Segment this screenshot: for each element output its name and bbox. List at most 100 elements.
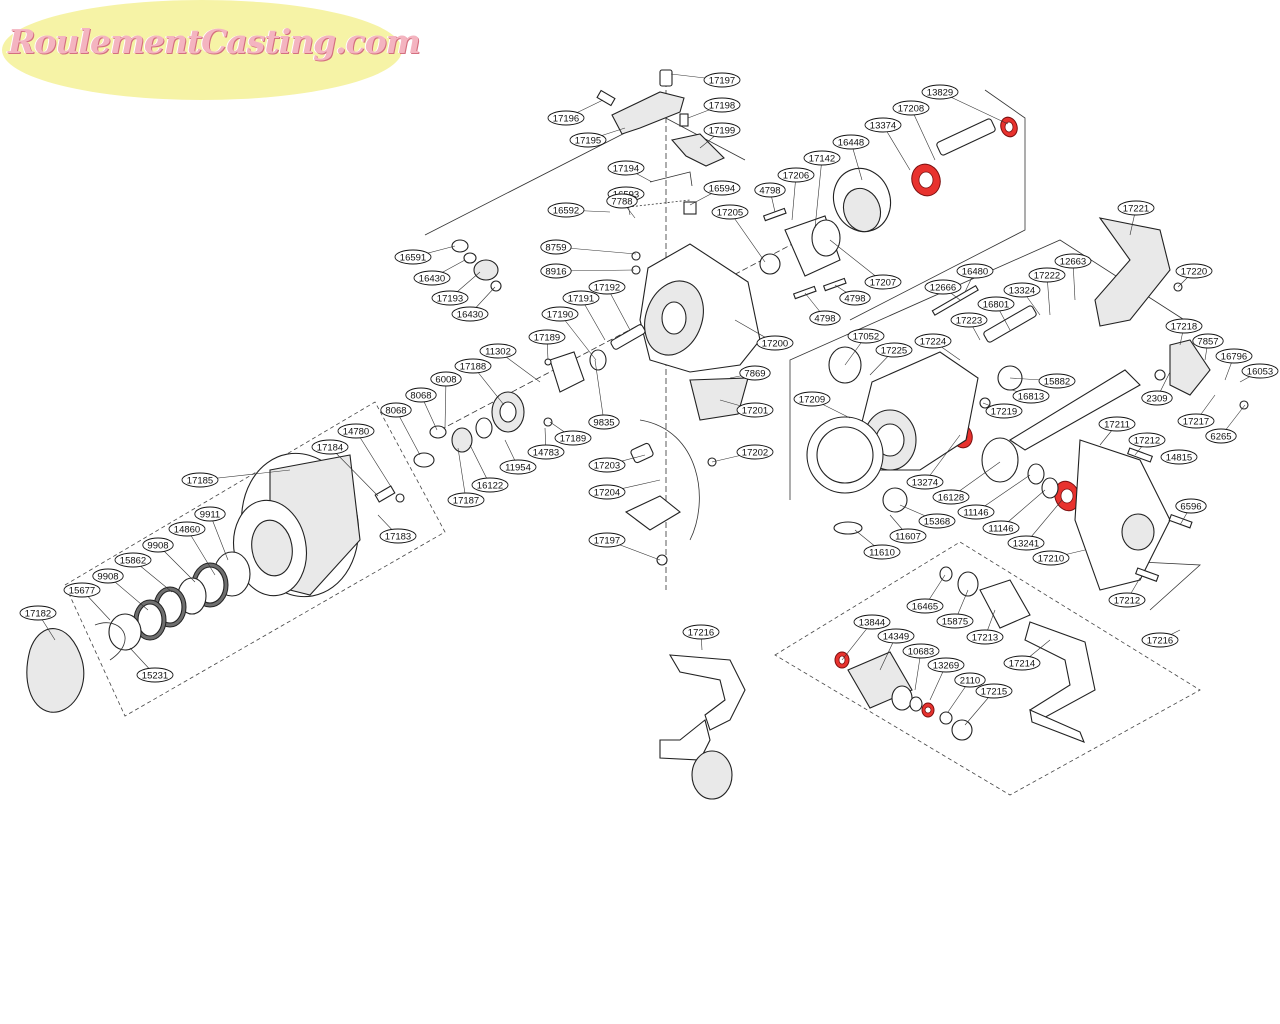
label-text: 17205 — [717, 207, 743, 218]
label-text: 17212 — [1134, 435, 1160, 446]
label-bubble — [703, 72, 741, 88]
part-label-17215: 17215 — [964, 683, 1013, 726]
label-bubble — [168, 521, 206, 537]
label-bubble — [906, 474, 944, 490]
leader-line — [882, 124, 911, 171]
label-bubble — [1117, 200, 1155, 216]
part-label-17220: 17220 — [1175, 263, 1213, 288]
label-text: 15231 — [142, 670, 168, 681]
part-label-17223: 17223 — [950, 312, 988, 341]
label-bubble — [479, 343, 517, 359]
label-text: 12663 — [1060, 256, 1086, 267]
label-bubble — [756, 335, 794, 351]
part-label-6008: 6008 — [430, 371, 462, 429]
label-bubble — [1177, 413, 1215, 429]
site-logo: RoulementCasting.com — [0, 0, 421, 110]
label-bubble — [194, 506, 226, 522]
part-label-16430: 16430 — [451, 286, 496, 322]
part-label-15875: 15875 — [936, 589, 974, 629]
part-label-7869: 7869 — [729, 365, 771, 381]
leader-line — [186, 528, 216, 576]
label-bubble — [136, 667, 174, 683]
label-bubble — [606, 193, 638, 209]
label-text: 14783 — [533, 447, 559, 458]
part-label-17206: 17206 — [777, 167, 815, 221]
label-bubble — [853, 614, 891, 630]
label-bubble — [1215, 348, 1253, 364]
label-text: 7869 — [744, 368, 765, 379]
part-labels: 1719717196171981719517199171941659316594… — [19, 72, 1279, 726]
label-bubble — [739, 365, 771, 381]
part-label-16592: 16592 — [547, 202, 611, 218]
label-bubble — [847, 328, 885, 344]
part-label-17201: 17201 — [719, 399, 774, 418]
label-bubble — [809, 310, 841, 326]
logo-text: RoulementCasting.com — [8, 22, 421, 61]
part-label-13241: 13241 — [1007, 499, 1063, 551]
label-bubble — [430, 371, 462, 387]
label-text: 17224 — [920, 336, 946, 347]
part-label-8068: 8068 — [405, 387, 438, 431]
label-text: 17220 — [1181, 266, 1207, 277]
label-text: 16592 — [553, 205, 579, 216]
part-label-17195: 17195 — [569, 127, 626, 148]
label-text: 17221 — [1123, 203, 1149, 214]
label-bubble — [975, 683, 1013, 699]
label-text: 17197 — [594, 535, 620, 546]
label-bubble — [950, 312, 988, 328]
label-bubble — [954, 672, 986, 688]
part-label-15862: 15862 — [114, 552, 173, 593]
part-label-9908: 9908 — [92, 568, 149, 611]
label-text: 17219 — [991, 406, 1017, 417]
label-text: 17198 — [709, 100, 735, 111]
leader-line — [924, 434, 961, 483]
label-text: 17202 — [742, 447, 768, 458]
label-text: 9908 — [147, 540, 168, 551]
label-bubble — [588, 484, 626, 500]
label-bubble — [1054, 253, 1092, 269]
label-bubble — [803, 150, 841, 166]
label-text: 17210 — [1038, 553, 1064, 564]
part-label-2309: 2309 — [1141, 371, 1173, 406]
rotor-body — [624, 243, 761, 566]
label-bubble — [832, 134, 870, 150]
label-bubble — [918, 513, 956, 529]
label-text: 13324 — [1009, 285, 1035, 296]
label-text: 17183 — [385, 531, 411, 542]
part-label-9835: 9835 — [588, 359, 620, 430]
part-label-16801: 16801 — [977, 296, 1015, 331]
part-label-17216: 17216 — [682, 624, 720, 651]
label-bubble — [1128, 432, 1166, 448]
part-label-13374: 13374 — [864, 117, 911, 171]
part-label-17197: 17197 — [588, 532, 661, 561]
label-text: 17213 — [972, 632, 998, 643]
part-label-17224: 17224 — [914, 333, 961, 361]
part-label-13324: 13324 — [1003, 282, 1041, 316]
label-bubble — [528, 329, 566, 345]
leader-line — [329, 446, 379, 497]
part-label-13844: 13844 — [841, 614, 891, 661]
label-text: 17052 — [853, 331, 879, 342]
label-text: 16430 — [419, 273, 445, 284]
part-label-17212: 17212 — [1128, 432, 1166, 456]
part-label-2110: 2110 — [947, 672, 986, 713]
label-bubble — [547, 202, 585, 218]
label-text: 8916 — [545, 266, 566, 277]
part-label-4798: 4798 — [804, 292, 841, 326]
label-bubble — [902, 643, 940, 659]
label-text: 17216 — [1147, 635, 1173, 646]
label-text: 11146 — [963, 507, 988, 518]
label-text: 14780 — [343, 426, 369, 437]
label-text: 17184 — [317, 442, 343, 453]
label-text: 17194 — [613, 163, 639, 174]
part-label-17194: 17194 — [607, 160, 653, 183]
leader-line — [209, 513, 229, 561]
label-text: 13269 — [933, 660, 959, 671]
label-text: 13844 — [859, 617, 885, 628]
rotor-shaft-parts — [413, 239, 646, 468]
label-bubble — [985, 403, 1023, 419]
label-text: 17204 — [594, 487, 620, 498]
label-text: 17197 — [709, 75, 735, 86]
label-bubble — [1241, 363, 1279, 379]
part-label-12666: 12666 — [924, 279, 962, 301]
